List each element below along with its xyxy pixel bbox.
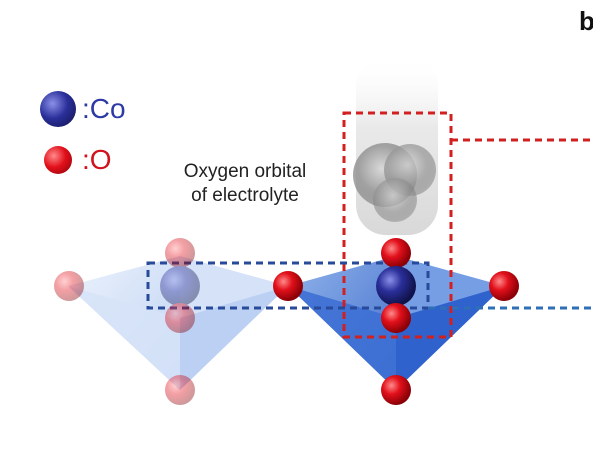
oxygen-atom	[54, 271, 84, 301]
cobalt-atom	[160, 266, 200, 306]
electrolyte-oxygen-orbital	[353, 55, 438, 235]
co-o-bond-box	[146, 261, 593, 310]
right-polyhedron	[288, 256, 504, 390]
cobalt-atom-icon	[40, 91, 76, 127]
panel-label: b	[579, 6, 593, 36]
oxygen-atom	[273, 271, 303, 301]
oxygen-atom	[381, 303, 411, 333]
oxygen-atom	[165, 303, 195, 333]
legend-cobalt-label: :Co	[82, 93, 126, 124]
oxygen-atom	[381, 238, 411, 268]
cobalt-atom	[376, 266, 416, 306]
orbital-annotation: Oxygen orbital of electrolyte	[150, 160, 340, 208]
legend-cobalt: :Co	[40, 91, 126, 127]
oxygen-atom-icon	[44, 146, 72, 174]
left-polyhedron	[68, 256, 288, 390]
left-atoms	[54, 238, 200, 405]
oxygen-atom	[165, 238, 195, 268]
orbital-highlight-box	[342, 111, 593, 339]
annotation-line-2: of electrolyte	[191, 185, 299, 206]
oxygen-atom	[165, 375, 195, 405]
oxygen-atom	[381, 375, 411, 405]
legend-oxygen-label: :O	[82, 144, 112, 175]
right-atoms	[273, 238, 519, 405]
legend-oxygen: :O	[44, 144, 112, 176]
oxygen-atom	[489, 271, 519, 301]
annotation-line-1: Oxygen orbital	[183, 161, 307, 182]
